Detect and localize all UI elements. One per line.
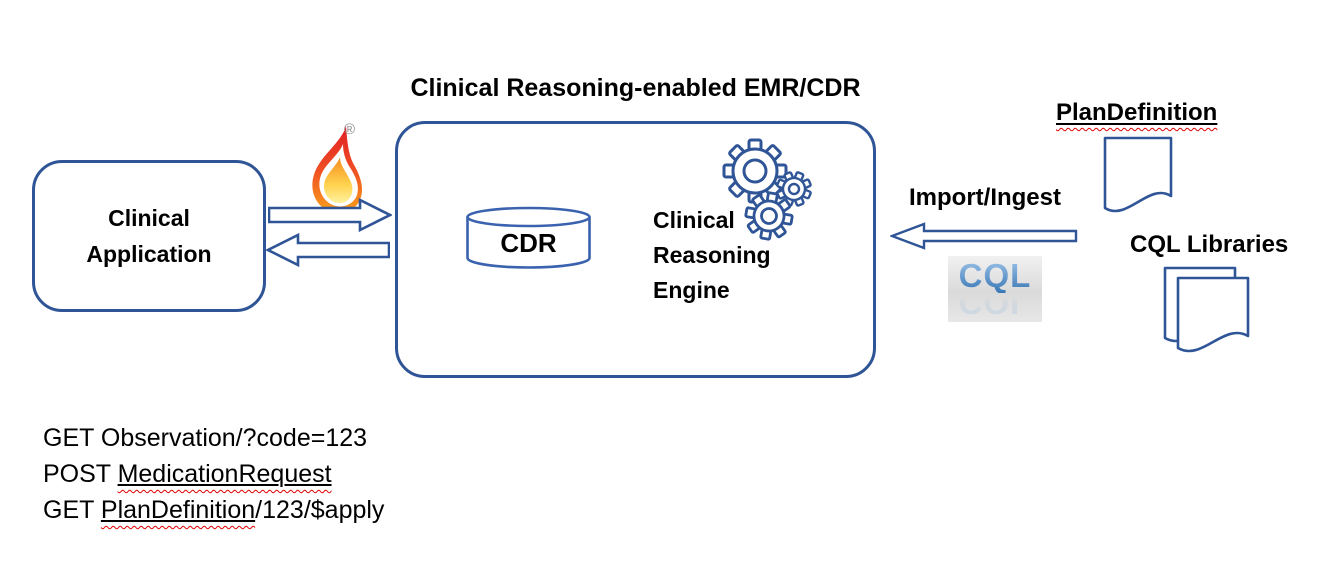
cql-badge-reflection: CQL bbox=[958, 284, 1032, 321]
plandefinition-label: PlanDefinition bbox=[1056, 99, 1218, 126]
clinical-application-box: Clinical Application bbox=[32, 160, 266, 312]
clinical-reasoning-engine-label: Clinical Reasoning Engine bbox=[653, 207, 771, 303]
import-arrow-icon bbox=[890, 222, 1078, 250]
documents-stack-front-icon bbox=[1176, 276, 1250, 353]
cql-badge-text: CQL bbox=[958, 257, 1032, 294]
cdr-label: CDR bbox=[500, 228, 557, 258]
fhir-flame-icon bbox=[312, 126, 363, 214]
diagram-title: Clinical Reasoning-enabled EMR/CDR bbox=[410, 74, 861, 102]
cql-libraries-label: CQL Libraries bbox=[1130, 231, 1289, 258]
arrow-right-icon bbox=[268, 197, 392, 233]
cql-badge: CQL CQL bbox=[948, 256, 1042, 322]
api-call-line: GET Observation/?code=123 bbox=[43, 424, 368, 452]
database-cylinder-icon bbox=[466, 206, 591, 269]
api-calls: GET Observation/?code=123 POST Medicatio… bbox=[43, 420, 384, 528]
api-call-line: POST MedicationRequest bbox=[43, 460, 332, 488]
clinical-application-label: Clinical Application bbox=[86, 205, 212, 267]
import-ingest-label: Import/Ingest bbox=[908, 184, 1061, 211]
api-call-line: GET PlanDefinition/123/$apply bbox=[43, 496, 385, 524]
registered-trademark-mark: ® bbox=[344, 121, 356, 138]
arrow-left-icon bbox=[266, 232, 390, 268]
gears-icon bbox=[722, 138, 812, 241]
document-icon bbox=[1103, 136, 1173, 213]
